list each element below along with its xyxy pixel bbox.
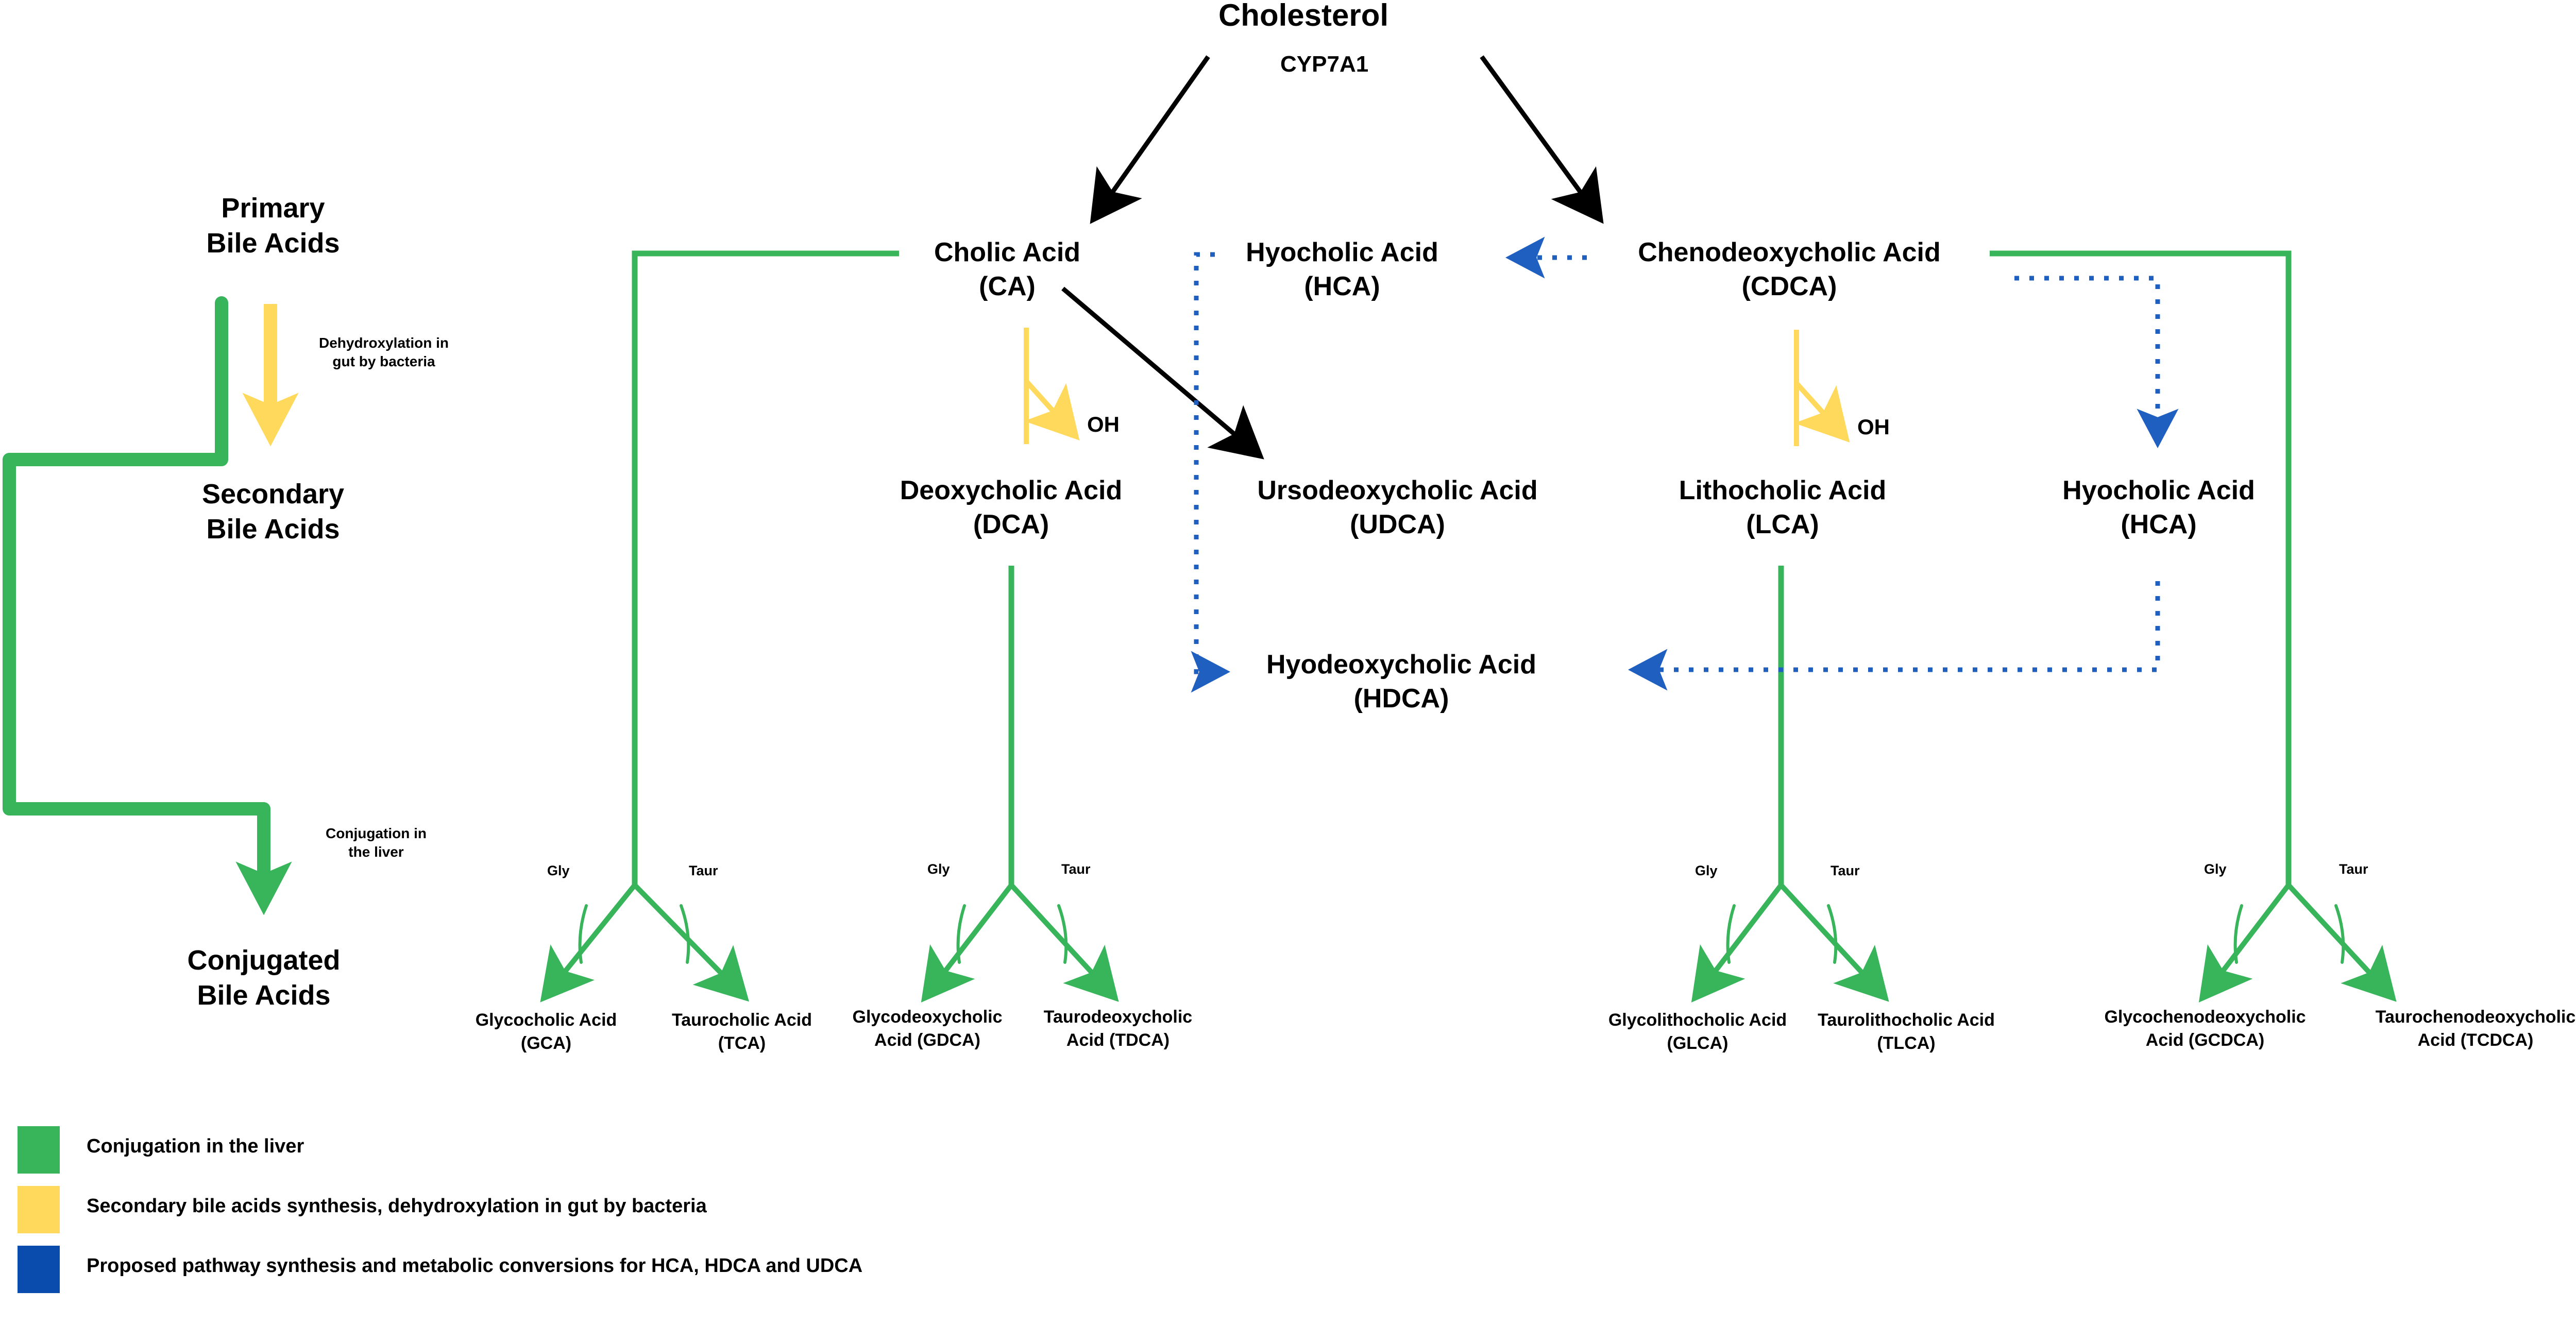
- gly3-text: Gly: [1695, 863, 1718, 878]
- legend-swatch-yellow: [18, 1186, 60, 1233]
- node-taurochenodeoxycholic-acid: Taurochenodeoxycholic Acid (TCDCA): [2324, 1006, 2576, 1052]
- gcdca-line2: Acid (GCDCA): [2145, 1030, 2265, 1050]
- taur4-text: Taur: [2339, 861, 2368, 877]
- conjugated-line1: Conjugated: [187, 945, 341, 976]
- node-cholesterol: Cholesterol: [1123, 0, 1484, 35]
- label-gly-4: Gly: [2204, 861, 2227, 877]
- cyp7a1-label: CYP7A1: [1280, 52, 1369, 77]
- lca-abbr: (LCA): [1746, 509, 1819, 539]
- hca1-abbr: (HCA): [1304, 271, 1380, 301]
- enzyme-cyp7a1: CYP7A1: [1280, 52, 1368, 77]
- legend-row-conjugation: Conjugation in the liver: [0, 1126, 1443, 1186]
- legend-label-conjugation: Conjugation in the liver: [87, 1135, 304, 1157]
- legend-label-secondary: Secondary bile acids synthesis, dehydrox…: [87, 1195, 707, 1217]
- gly1-text: Gly: [547, 863, 570, 878]
- udca-abbr: (UDCA): [1350, 509, 1445, 539]
- label-oh-cdca: OH: [1857, 415, 1890, 439]
- node-hyocholic-acid-lower: Hyocholic Acid (HCA): [2030, 474, 2287, 541]
- tlca-line1: Taurolithocholic Acid: [1818, 1010, 1995, 1030]
- taur3-text: Taur: [1831, 863, 1860, 878]
- primary-line2: Bile Acids: [206, 228, 340, 259]
- node-taurocholic-acid: Taurocholic Acid (TCA): [613, 1009, 871, 1055]
- stage-primary-bile-acids: Primary Bile Acids: [124, 191, 422, 261]
- gca-line2: (GCA): [520, 1033, 572, 1053]
- node-glycocholic-acid: Glycocholic Acid (GCA): [412, 1009, 680, 1055]
- tdca-line1: Taurodeoxycholic: [1043, 1007, 1193, 1027]
- tca-line2: (TCA): [718, 1033, 766, 1053]
- hca1-name: Hyocholic Acid: [1246, 237, 1438, 267]
- node-hyocholic-acid-upper: Hyocholic Acid (HCA): [1213, 236, 1471, 303]
- gcdca-line1: Glycochenodeoxycholic: [2104, 1007, 2306, 1027]
- gca-line1: Glycocholic Acid: [475, 1010, 617, 1030]
- secondary-line2: Bile Acids: [206, 514, 340, 545]
- legend: Conjugation in the liver Secondary bile …: [0, 1126, 1443, 1305]
- tcdca-line1: Taurochenodeoxycholic: [2375, 1007, 2576, 1027]
- oh-ca-text: OH: [1087, 412, 1120, 436]
- cdca-name: Chenodeoxycholic Acid: [1638, 237, 1941, 267]
- legend-row-proposed: Proposed pathway synthesis and metabolic…: [0, 1246, 1443, 1305]
- node-chenodeoxycholic-acid: Chenodeoxycholic Acid (CDCA): [1586, 236, 1993, 303]
- node-hyodeoxycholic-acid: Hyodeoxycholic Acid (HDCA): [1221, 648, 1582, 716]
- hdca-abbr: (HDCA): [1353, 683, 1449, 714]
- cdca-abbr: (CDCA): [1741, 271, 1837, 301]
- ca-abbr: (CA): [979, 271, 1036, 301]
- label-gly-2: Gly: [927, 861, 950, 877]
- hca2-abbr: (HCA): [2121, 509, 2197, 539]
- taur2-text: Taur: [1061, 861, 1091, 877]
- dca-name: Deoxycholic Acid: [900, 476, 1123, 505]
- node-cholic-acid: Cholic Acid (CA): [899, 236, 1115, 303]
- dca-abbr: (DCA): [973, 509, 1049, 539]
- secondary-line1: Secondary: [201, 479, 345, 510]
- tlca-line2: (TLCA): [1877, 1033, 1936, 1053]
- hdca-name: Hyodeoxycholic Acid: [1266, 650, 1536, 680]
- tdca-line2: Acid (TDCA): [1066, 1030, 1170, 1050]
- oh-cdca-text: OH: [1857, 415, 1890, 439]
- node-taurodeoxycholic-acid: Taurodeoxycholic Acid (TDCA): [992, 1006, 1244, 1052]
- conjugated-line2: Bile Acids: [197, 980, 331, 1011]
- cholesterol-label: Cholesterol: [1218, 0, 1389, 32]
- gdca-line2: Acid (GDCA): [874, 1030, 980, 1050]
- primary-line1: Primary: [221, 193, 325, 224]
- label-gly-1: Gly: [547, 863, 570, 879]
- legend-swatch-blue: [18, 1246, 60, 1293]
- lca-name: Lithocholic Acid: [1679, 476, 1887, 505]
- glca-line1: Glycolithocholic Acid: [1608, 1010, 1787, 1030]
- label-conjugation: Conjugation in the liver: [291, 824, 461, 862]
- tca-line1: Taurocholic Acid: [671, 1010, 812, 1030]
- label-taur-3: Taur: [1831, 863, 1860, 879]
- label-gly-3: Gly: [1695, 863, 1718, 879]
- node-glycolithocholic-acid: Glycolithocholic Acid (GLCA): [1538, 1009, 1857, 1055]
- node-glycodeoxycholic-acid: Glycodeoxycholic Acid (GDCA): [804, 1006, 1051, 1052]
- udca-name: Ursodeoxycholic Acid: [1257, 476, 1538, 505]
- ca-name: Cholic Acid: [934, 237, 1081, 267]
- node-deoxycholic-acid: Deoxycholic Acid (DCA): [853, 474, 1170, 541]
- gly4-text: Gly: [2204, 861, 2227, 877]
- tcdca-line2: Acid (TCDCA): [2417, 1030, 2534, 1050]
- hca2-name: Hyocholic Acid: [2062, 476, 2255, 505]
- node-taurolithocholic-acid: Taurolithocholic Acid (TLCA): [1747, 1009, 2066, 1055]
- label-oh-ca: OH: [1087, 412, 1120, 437]
- gly2-text: Gly: [927, 861, 950, 877]
- label-taur-4: Taur: [2339, 861, 2368, 877]
- node-glycochenodeoxycholic-acid: Glycochenodeoxycholic Acid (GCDCA): [2053, 1006, 2357, 1052]
- label-taur-2: Taur: [1061, 861, 1091, 877]
- legend-swatch-green: [18, 1126, 60, 1174]
- taur1-text: Taur: [689, 863, 718, 878]
- label-taur-1: Taur: [689, 863, 718, 879]
- conjugation-line1: Conjugation in: [326, 825, 427, 841]
- stage-secondary-bile-acids: Secondary Bile Acids: [124, 477, 422, 547]
- label-dehydroxylation: Dehydroxylation in gut by bacteria: [281, 334, 487, 371]
- stage-conjugated-bile-acids: Conjugated Bile Acids: [114, 943, 413, 1013]
- node-lithocholic-acid: Lithocholic Acid (LCA): [1638, 474, 1927, 541]
- dehydroxylation-line1: Dehydroxylation in: [318, 335, 449, 351]
- node-ursodeoxycholic-acid: Ursodeoxycholic Acid (UDCA): [1213, 474, 1582, 541]
- conjugation-line2: the liver: [348, 844, 404, 860]
- dehydroxylation-line2: gut by bacteria: [332, 353, 435, 370]
- legend-label-proposed: Proposed pathway synthesis and metabolic…: [87, 1255, 863, 1277]
- glca-line2: (GLCA): [1667, 1033, 1728, 1053]
- legend-row-secondary: Secondary bile acids synthesis, dehydrox…: [0, 1186, 1443, 1246]
- gdca-line1: Glycodeoxycholic: [852, 1007, 1003, 1027]
